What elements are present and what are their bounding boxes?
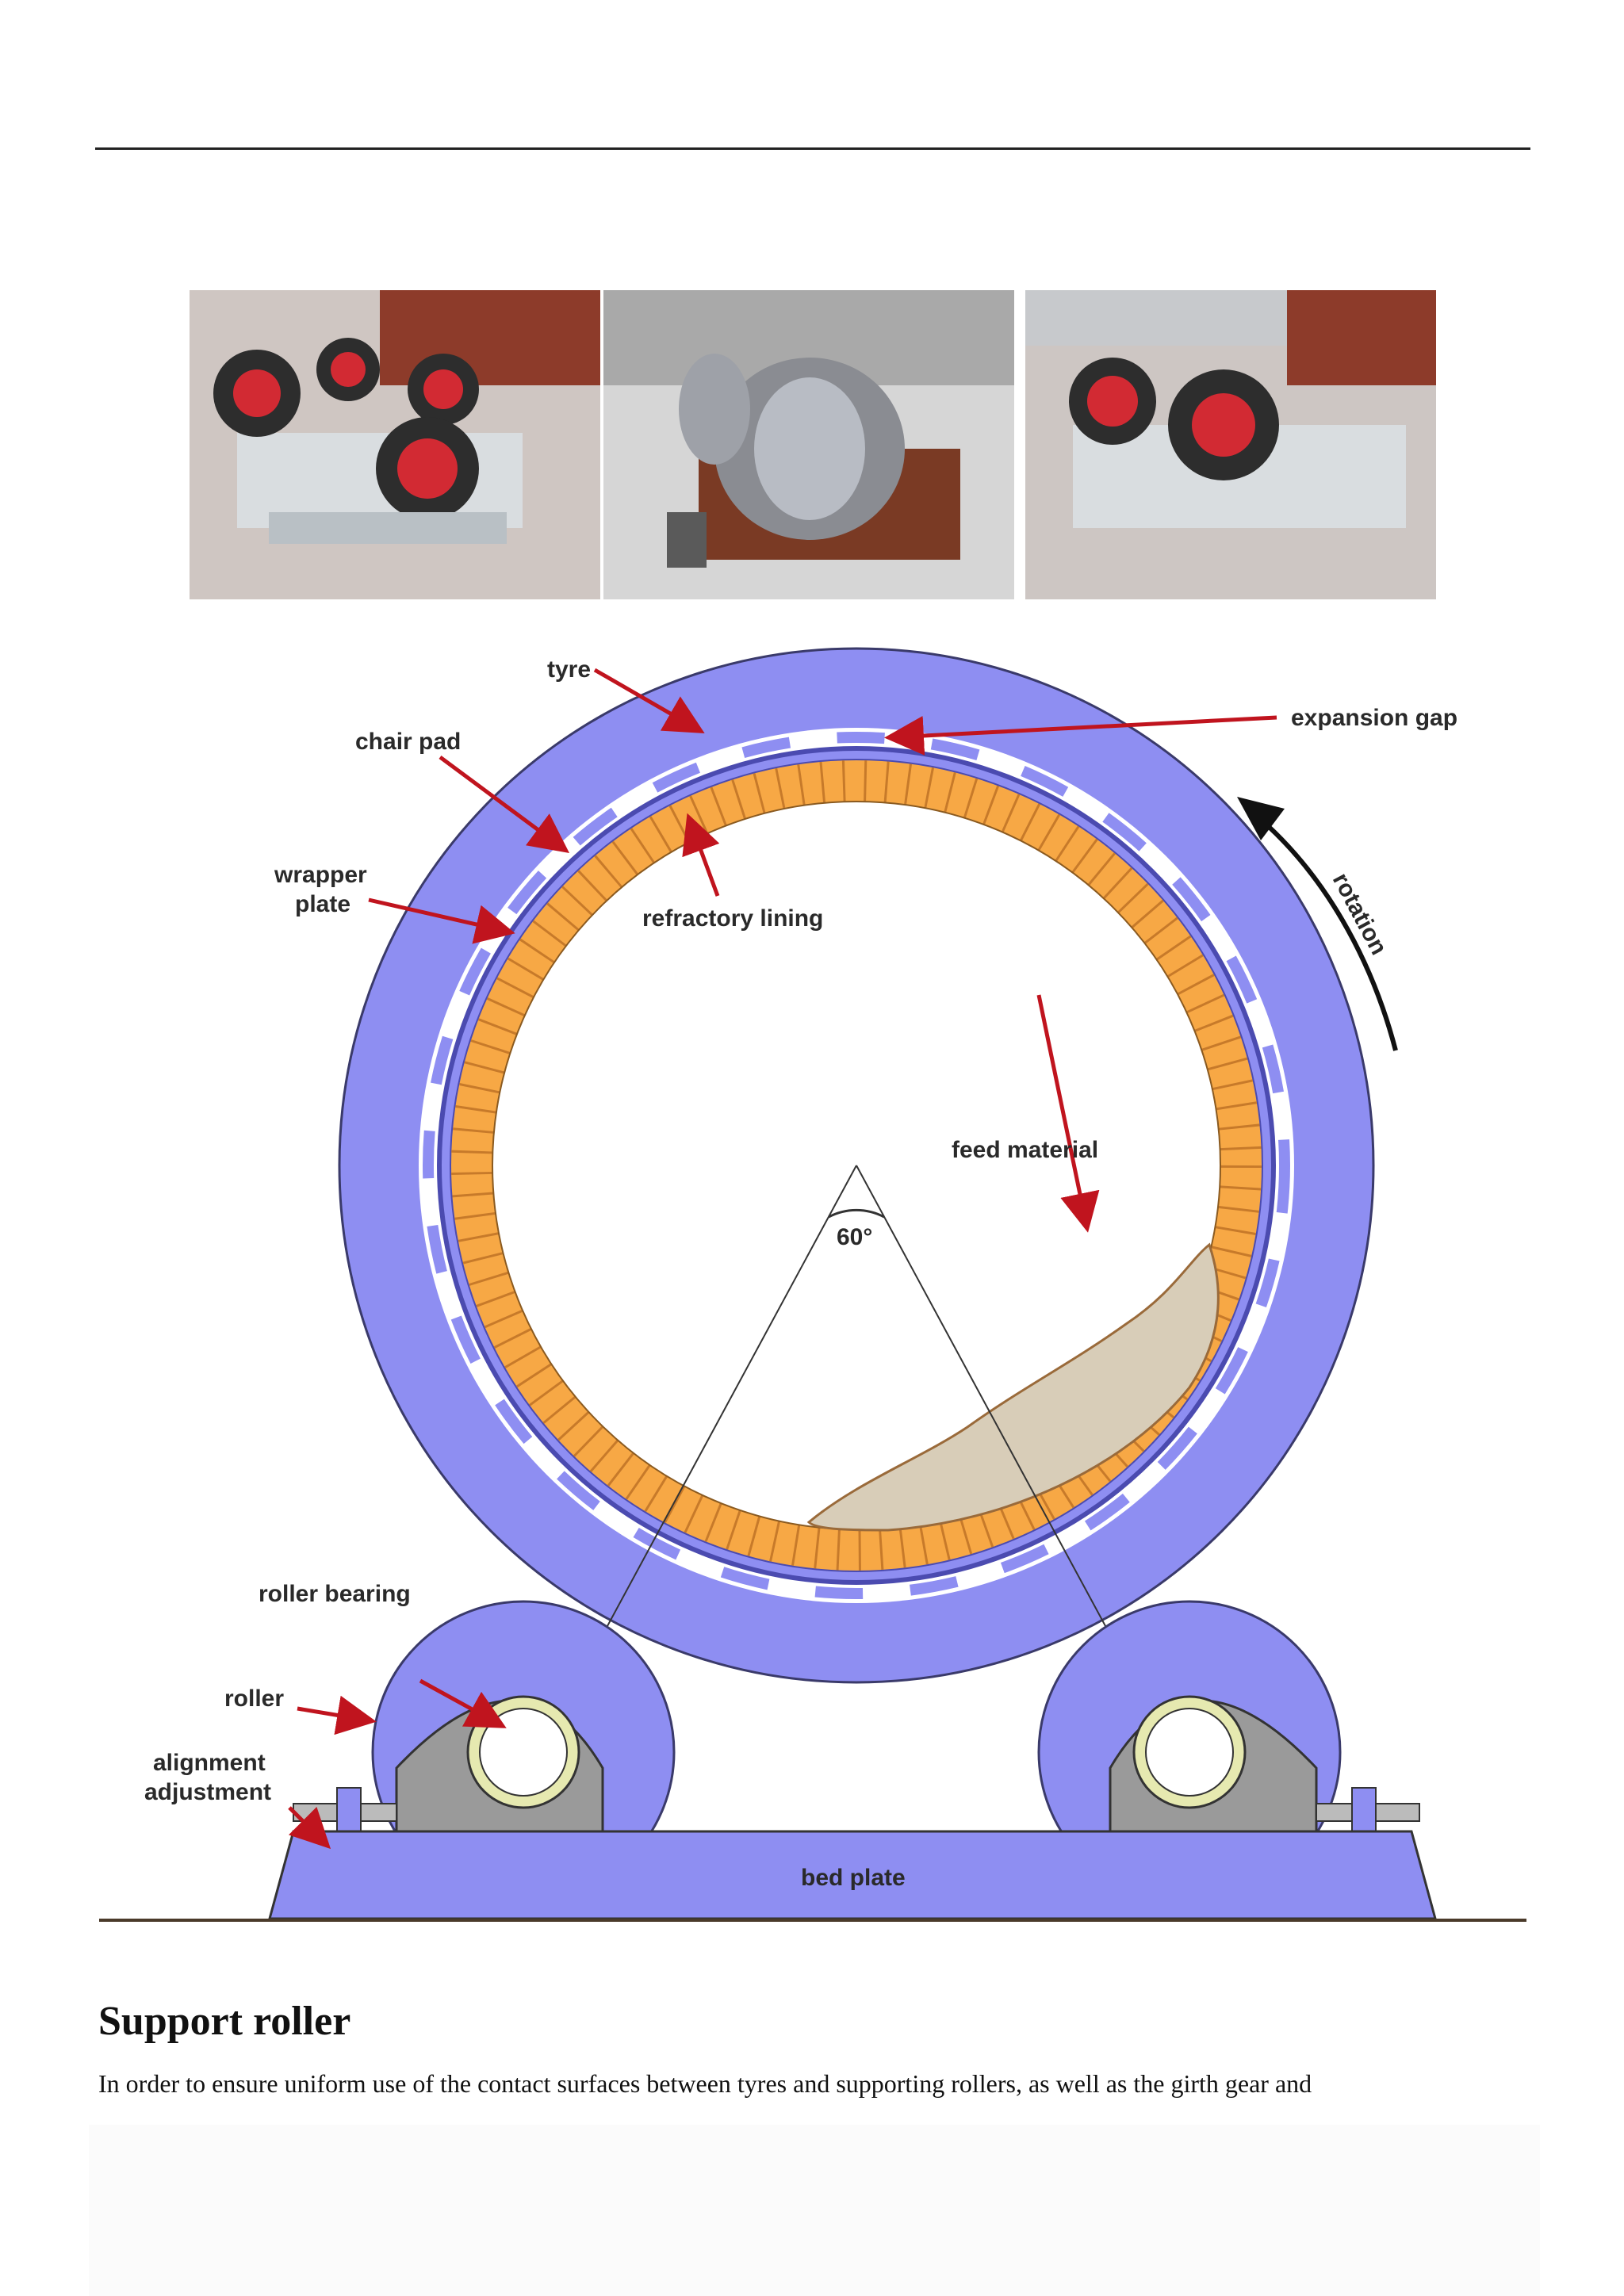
rotation-arrow xyxy=(1251,810,1398,1051)
label-tyre: tyre xyxy=(547,656,591,683)
feed-material xyxy=(806,1242,1220,1532)
label-bed-plate: bed plate xyxy=(801,1865,906,1891)
section-heading: Support roller xyxy=(98,1999,351,2044)
label-expansion-gap: expansion gap xyxy=(1291,705,1457,731)
label-alignment: alignment xyxy=(153,1750,266,1776)
chair-pad xyxy=(423,732,1290,1599)
label-wrapper: wrapper xyxy=(274,862,367,888)
label-angle: 60° xyxy=(837,1224,872,1250)
section-paragraph: In order to ensure uniform use of the co… xyxy=(98,2069,1312,2098)
page-bottom-area xyxy=(89,2125,1540,2296)
photo-support-roller-workshop xyxy=(603,290,1014,599)
top-rule xyxy=(95,147,1530,150)
label-refractory-lining: refractory lining xyxy=(642,905,823,932)
label-roller: roller xyxy=(224,1686,284,1712)
photo-strip xyxy=(190,290,1436,599)
label-adjustment: adjustment xyxy=(144,1779,271,1805)
label-chair-pad: chair pad xyxy=(355,729,461,755)
photo-support-roller-assembly-2 xyxy=(1025,290,1436,599)
photo-support-roller-assembly-1 xyxy=(190,290,600,599)
label-roller-bearing: roller bearing xyxy=(259,1581,411,1607)
kiln-support-diagram: tyre chair pad expansion gap wrapper pla… xyxy=(99,647,1526,1922)
label-plate: plate xyxy=(295,891,350,917)
label-feed-material: feed material xyxy=(952,1137,1098,1163)
